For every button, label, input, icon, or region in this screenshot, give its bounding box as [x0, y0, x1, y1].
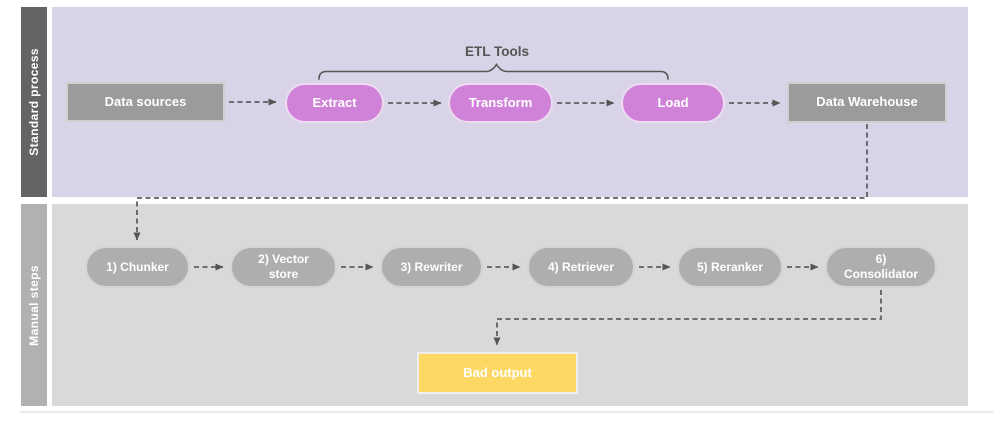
node-vector-store-label: 2) Vector store	[258, 252, 309, 281]
node-chunker: 1) Chunker	[85, 246, 190, 288]
lane-label-standard-process: Standard process	[21, 7, 47, 197]
canvas-bottom-edge	[20, 411, 993, 413]
node-data-warehouse-label: Data Warehouse	[816, 94, 918, 110]
node-transform: Transform	[448, 83, 553, 123]
node-data-warehouse: Data Warehouse	[787, 82, 947, 123]
lane-label-manual-steps-text: Manual steps	[27, 264, 41, 346]
node-transform-label: Transform	[468, 94, 533, 110]
node-retriever: 4) Retriever	[527, 246, 635, 288]
node-data-sources-label: Data sources	[104, 93, 187, 109]
lane-label-manual-steps: Manual steps	[21, 204, 47, 406]
node-extract-label: Extract	[312, 94, 357, 110]
node-bad-output-label: Bad output	[463, 364, 532, 380]
node-reranker-label: 5) Reranker	[696, 259, 764, 274]
node-load-label: Load	[657, 94, 689, 110]
node-load: Load	[621, 83, 725, 123]
node-vector-store: 2) Vector store	[230, 246, 337, 288]
node-consolidator: 6) Consolidator	[825, 246, 937, 288]
node-data-sources: Data sources	[66, 82, 225, 122]
etl-tools-label: ETL Tools	[465, 44, 529, 59]
node-extract: Extract	[285, 83, 384, 123]
node-retriever-label: 4) Retriever	[547, 259, 615, 274]
node-rewriter-label: 3) Rewriter	[400, 259, 463, 274]
node-rewriter: 3) Rewriter	[380, 246, 483, 288]
node-bad-output: Bad output	[417, 352, 578, 394]
node-chunker-label: 1) Chunker	[106, 259, 169, 274]
node-reranker: 5) Reranker	[677, 246, 783, 288]
lane-label-standard-process-text: Standard process	[27, 48, 41, 156]
node-consolidator-label: 6) Consolidator	[844, 252, 918, 281]
